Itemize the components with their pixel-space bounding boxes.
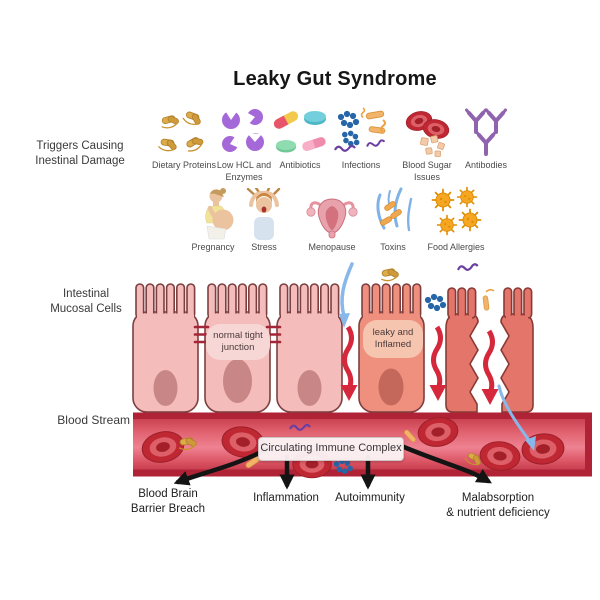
blood-vessel — [133, 412, 592, 477]
trigger-label: Menopause — [308, 242, 356, 252]
trigger-antibodies: Antibodies — [454, 106, 518, 172]
trigger-label: Antibiotics — [279, 160, 321, 170]
outcome-blood-brain-barrier: Blood Brain Barrier Breach — [130, 488, 206, 516]
triggers-label-line2: Inestinal Damage — [35, 155, 125, 168]
uterus-icon — [306, 198, 358, 239]
pregnancy-icon — [205, 188, 234, 240]
trigger-label: Dietary Proteins — [151, 160, 217, 170]
mucosal-label-line1: Intestinal — [62, 288, 110, 300]
trigger-dietary-proteins: Dietary Proteins — [144, 106, 224, 172]
trigger-infections: Infections — [329, 106, 393, 172]
trigger-label: Low HCL and Enzymes — [216, 160, 272, 182]
pills-icon — [273, 111, 326, 153]
enzymes-icon — [222, 109, 264, 152]
trigger-label: Pregnancy — [191, 242, 235, 252]
trigger-antibiotics: Antibiotics — [268, 106, 332, 172]
outcome-arrows — [173, 442, 492, 490]
triggers-section-label: Triggers Causing Inestinal Damage — [26, 139, 134, 169]
bacteria-icon — [333, 107, 386, 152]
outcome-autoimmunity: Autoimmunity — [335, 492, 405, 504]
mucosal-cells-damaged — [445, 287, 534, 413]
outcome-inflammation: Inflammation — [253, 492, 319, 504]
trigger-pregnancy: Pregnancy — [180, 186, 246, 254]
trigger-toxins: Toxins — [364, 186, 422, 254]
leaky-inflamed-label: leaky and Inflamed — [363, 320, 423, 358]
blood-stream-label: Blood Stream — [30, 413, 130, 429]
normal-junction-line2: junction — [221, 342, 255, 353]
antibodies-icon — [464, 108, 508, 156]
blood-sugar-icon — [403, 108, 451, 157]
trigger-low-hcl-enzymes: Low HCL and Enzymes — [213, 106, 275, 183]
trigger-label: Infections — [341, 160, 381, 170]
trigger-label: Blood Sugar Issues — [402, 160, 452, 182]
triggers-label-line1: Triggers Causing — [36, 140, 124, 152]
trigger-label: Antibodies — [464, 160, 508, 170]
normal-junction-line1: normal tight — [213, 330, 263, 342]
trigger-stress: Stress — [235, 188, 293, 254]
trigger-label: Stress — [251, 242, 277, 252]
leaky-label-line2: Inflamed — [374, 339, 412, 350]
page-title: Leaky Gut Syndrome — [233, 68, 437, 90]
outcome-malabsorption: Malabsorption & nutrient deficiency — [446, 492, 550, 520]
mucosal-cell-leaky — [358, 283, 425, 413]
blood-stream-label-text: Blood Stream — [57, 413, 130, 427]
trigger-menopause: Menopause — [300, 186, 364, 254]
stress-icon — [246, 188, 281, 240]
normal-tight-junction-label: normal tight junction — [206, 324, 270, 360]
toxin-streaks — [339, 262, 536, 451]
allergen-icon — [431, 186, 482, 236]
trigger-food-allergies: Food Allergies — [420, 186, 492, 254]
mucosal-label-line2: Mucosal Cells — [50, 303, 122, 316]
circulating-immune-complex-label: Circulating Immune Complex — [258, 437, 404, 461]
trigger-label: Toxins — [380, 242, 406, 252]
mucosal-cells-normal — [132, 283, 343, 413]
leaky-label-line1: leaky and — [372, 327, 414, 339]
trigger-label: Food Allergies — [427, 242, 485, 252]
circulating-immune-complex-text: Circulating Immune Complex — [260, 442, 402, 454]
trigger-blood-sugar: Blood Sugar Issues — [395, 106, 459, 183]
mucosal-cells-label: Intestinal Mucosal Cells — [40, 287, 132, 317]
protein-icon — [157, 108, 207, 155]
toxins-icon — [376, 187, 413, 232]
particles-above-cells — [378, 262, 495, 312]
